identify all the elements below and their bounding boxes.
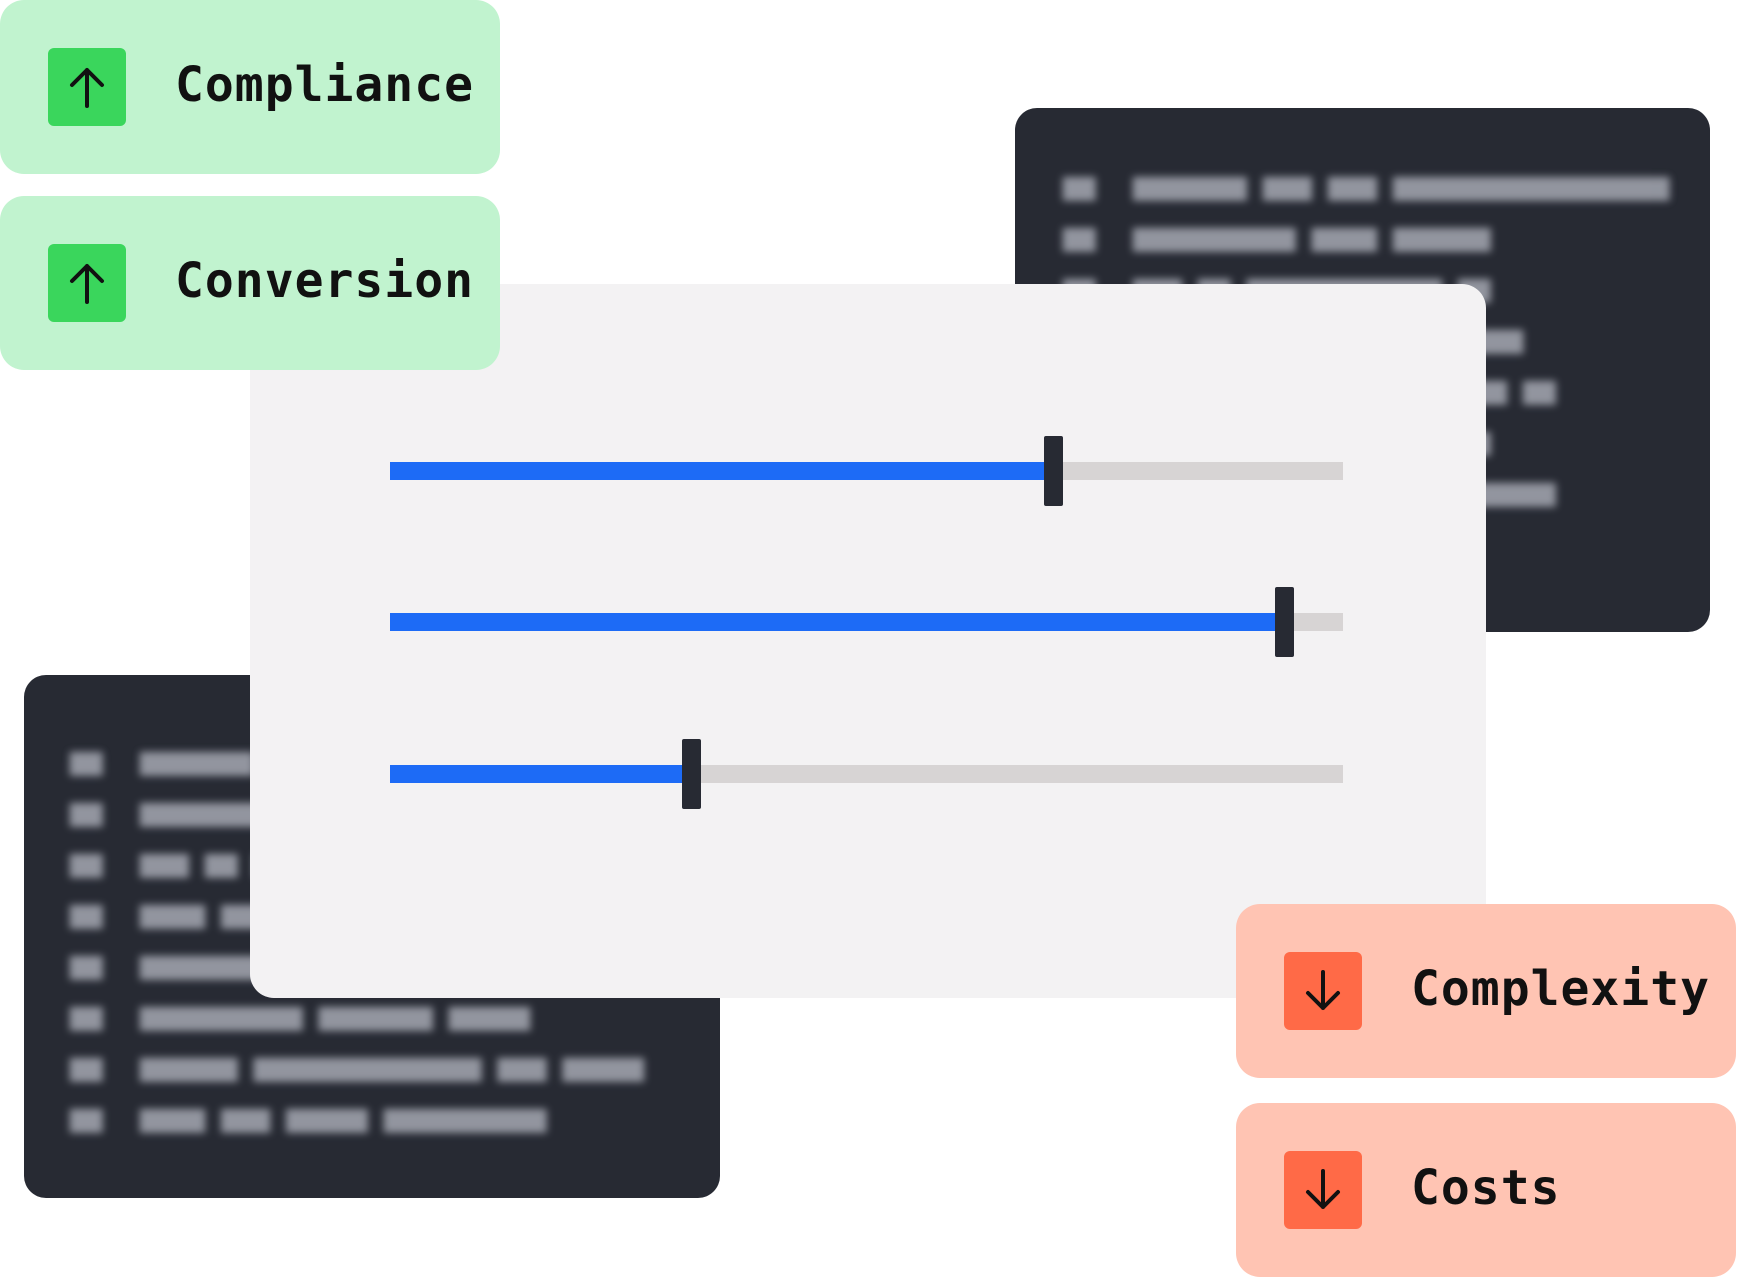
slider-thumb[interactable] [1274, 587, 1294, 657]
slider-thumb[interactable] [682, 739, 702, 809]
tag-label: Costs [1411, 1160, 1561, 1216]
slider-fill [390, 765, 692, 783]
tag-complexity: Complexity [1236, 904, 1736, 1078]
slider-panel [250, 284, 1486, 998]
arrow-down-icon [1284, 952, 1362, 1030]
tag-label: Complexity [1411, 961, 1710, 1017]
arrow-up-icon [48, 48, 126, 126]
slider-2[interactable] [390, 587, 1343, 657]
slider-thumb[interactable] [1044, 436, 1064, 506]
slider-fill [390, 613, 1284, 631]
tag-costs: Costs [1236, 1103, 1736, 1277]
arrow-down-icon [1284, 1151, 1362, 1229]
arrow-up-icon [48, 244, 126, 322]
tag-conversion: Conversion [0, 196, 500, 370]
tag-label: Compliance [175, 57, 474, 113]
slider-3[interactable] [390, 739, 1343, 809]
slider-1[interactable] [390, 436, 1343, 506]
tag-label: Conversion [175, 253, 474, 309]
slider-fill [390, 462, 1054, 480]
tag-compliance: Compliance [0, 0, 500, 174]
